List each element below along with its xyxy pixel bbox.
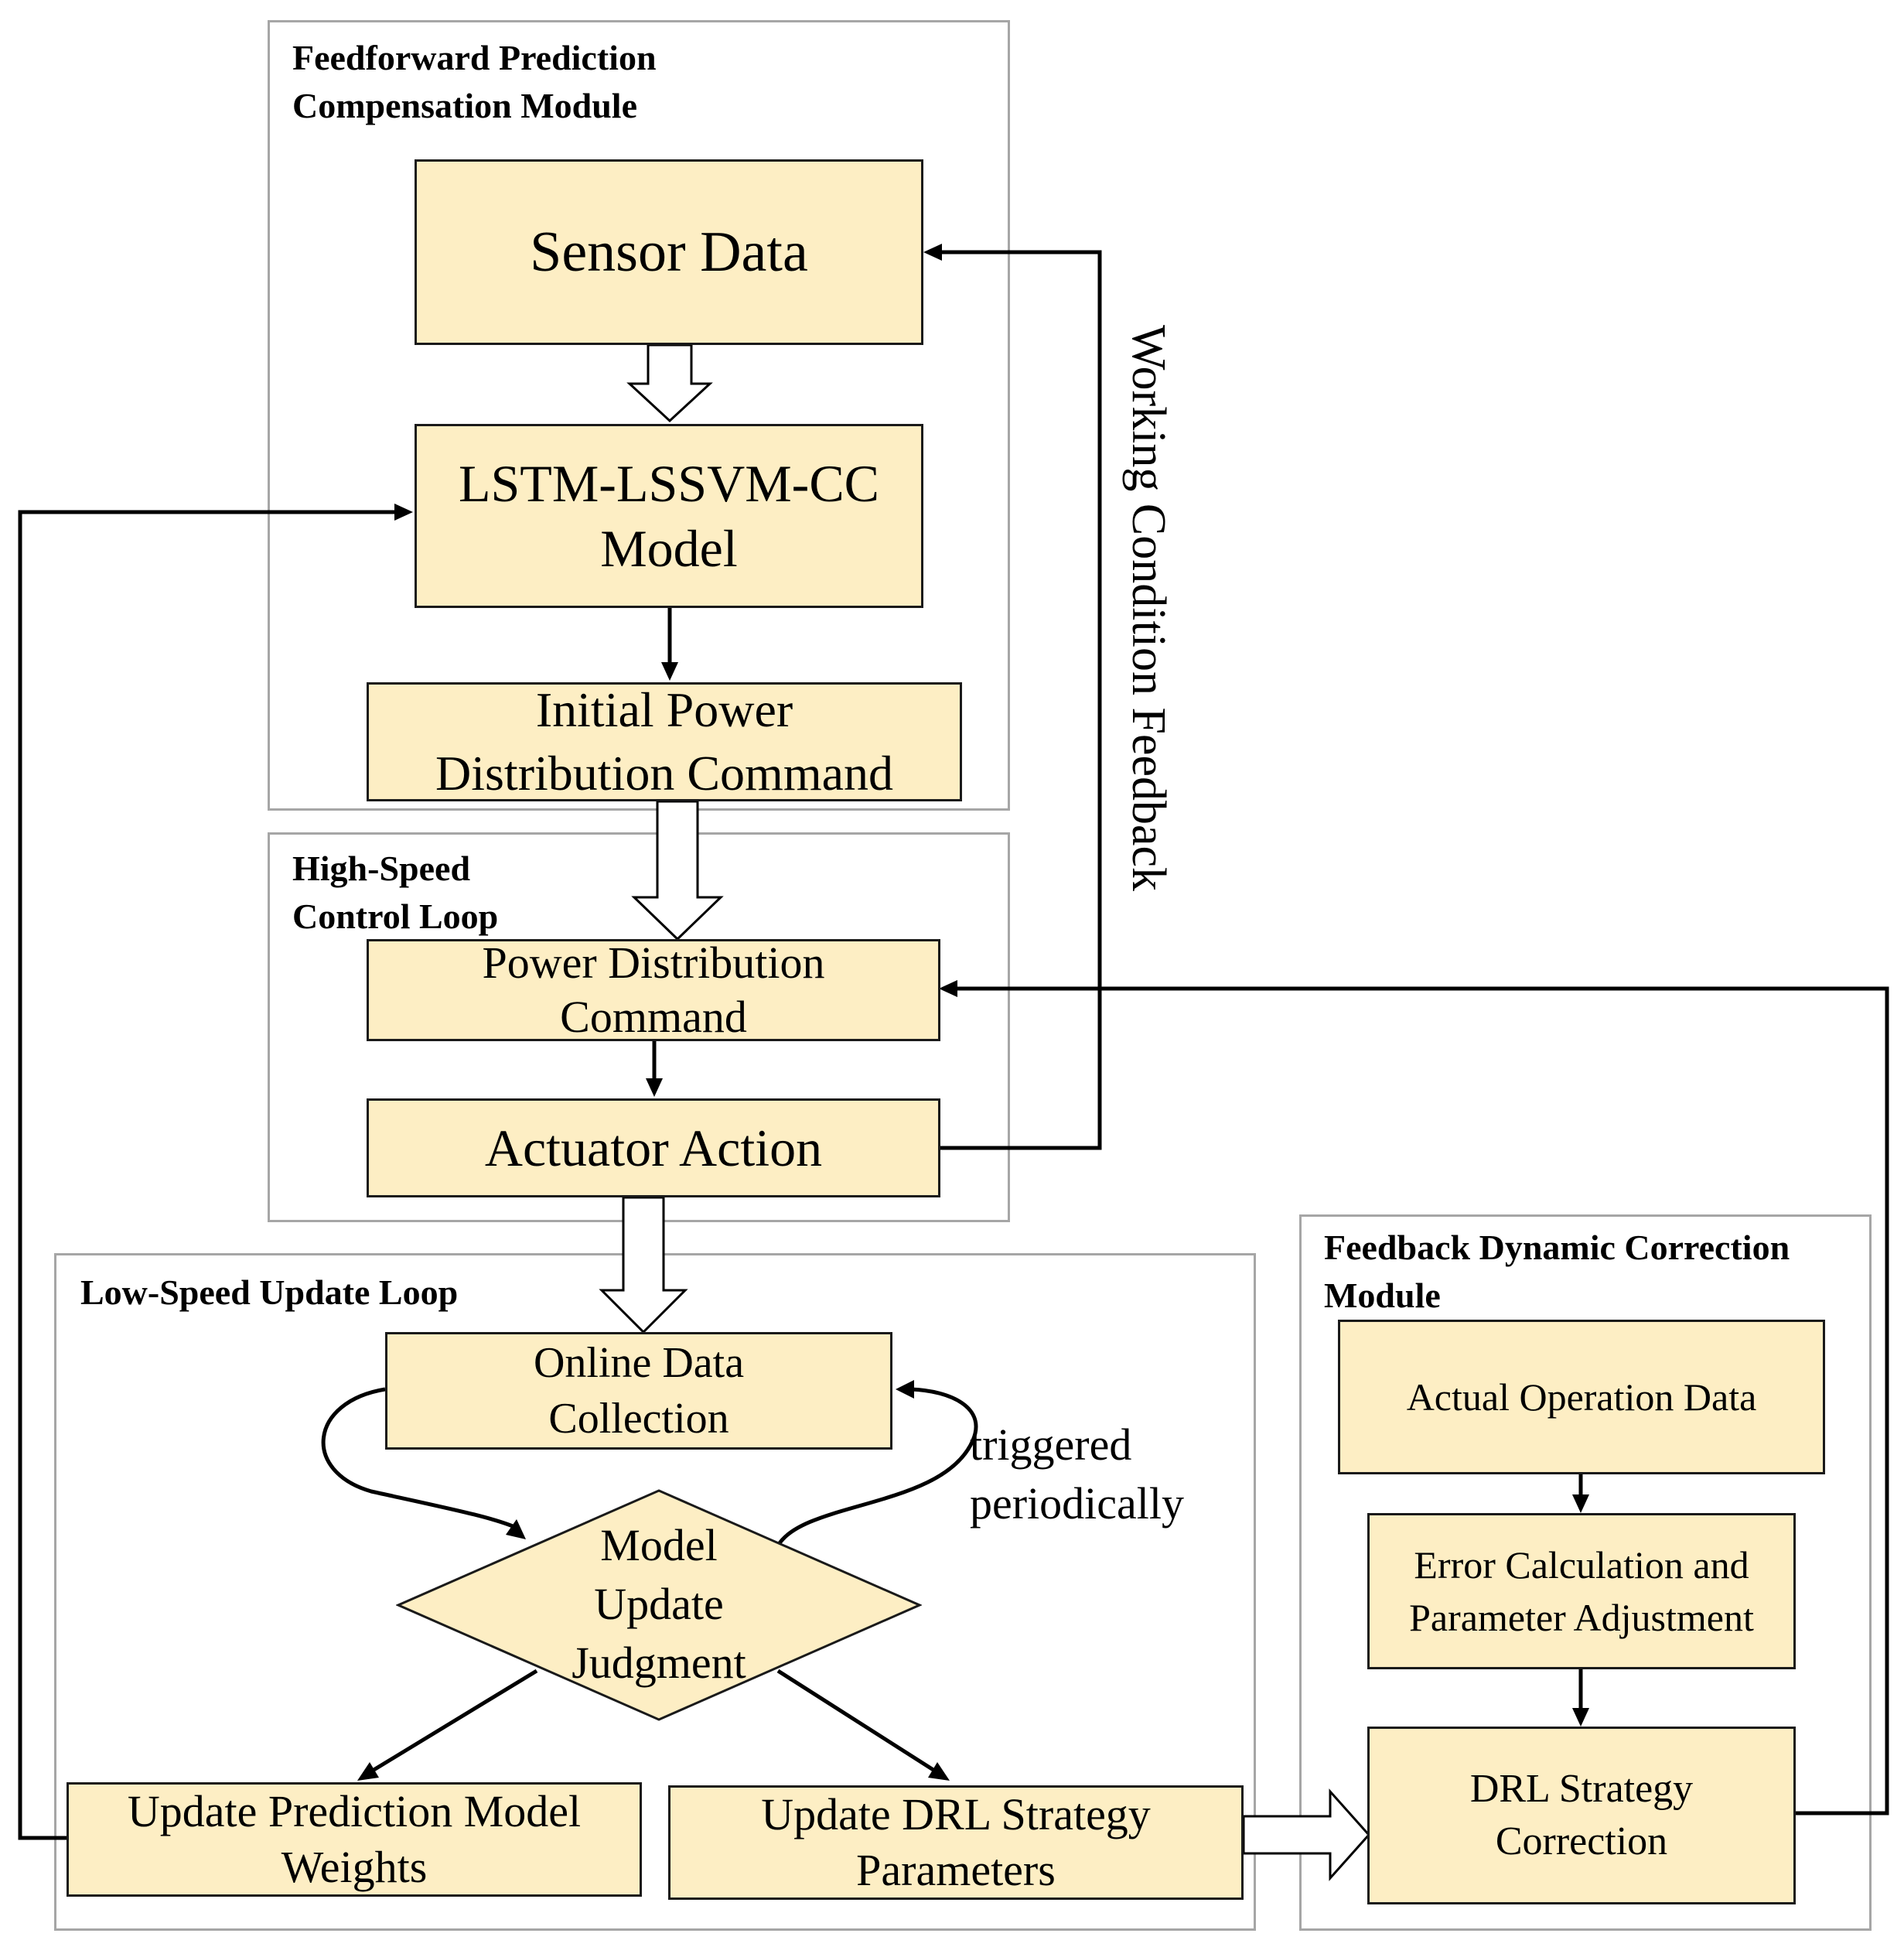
actual-operation-data-label: Actual Operation Data	[1406, 1375, 1757, 1419]
feedforward-module	[268, 20, 1010, 811]
actuator-action-label: Actuator Action	[484, 1119, 823, 1177]
drl-feedback-arrowhead	[939, 980, 957, 997]
update-prediction-model-weights-label: Update Prediction Model Weights	[127, 1786, 582, 1892]
sensor-data-box: Sensor Data	[415, 159, 923, 345]
update-prediction-model-weights-box: Update Prediction Model Weights	[67, 1782, 642, 1897]
drl-strategy-correction-label: DRL Strategy Correction	[1469, 1767, 1694, 1863]
lstm-lssvm-cc-model-box: LSTM-LSSVM-CC Model	[415, 424, 923, 608]
initial-to-power-hollow-arrow	[631, 800, 724, 941]
working-condition-feedback-label: Working Condition Feedback	[1122, 325, 1175, 892]
collection-to-judgment-curve	[321, 1387, 520, 1531]
error-calculation-box: Error Calculation and Parameter Adjustme…	[1367, 1513, 1796, 1669]
initial-power-command-label: Initial Power Distribution Command	[435, 682, 893, 801]
power-distribution-command-box: Power Distribution Command	[367, 938, 940, 1042]
weights-feedback-line	[18, 510, 396, 1840]
online-data-collection-label: Online Data Collection	[533, 1339, 745, 1443]
update-drl-strategy-box: Update DRL Strategy Parameters	[668, 1785, 1244, 1900]
weights-feedback-arrowhead	[394, 504, 413, 521]
high-speed-module-title: High-Speed Control Loop	[292, 849, 499, 936]
actual-operation-data-box: Actual Operation Data	[1338, 1320, 1825, 1474]
feedforward-module-title: Feedforward Prediction Compensation Modu…	[292, 38, 657, 125]
working-condition-feedback-line	[937, 250, 1102, 1150]
lstm-lssvm-cc-model-label: LSTM-LSSVM-CC Model	[458, 454, 880, 578]
initial-power-command-box: Initial Power Distribution Command	[367, 682, 962, 801]
error-calculation-label: Error Calculation and Parameter Adjustme…	[1409, 1543, 1754, 1639]
drl-strategy-correction-box: DRL Strategy Correction	[1367, 1727, 1796, 1904]
judgment-to-collection-curve	[776, 1387, 978, 1547]
model-update-judgment-label: Model Update Judgment	[572, 1520, 746, 1688]
feedback-arrowhead	[923, 244, 942, 261]
sensor-data-label: Sensor Data	[530, 220, 808, 284]
triggered-periodically-label: triggered periodically	[970, 1419, 1185, 1529]
power-distribution-command-label: Power Distribution Command	[482, 938, 825, 1042]
online-data-collection-box: Online Data Collection	[385, 1332, 892, 1450]
actuator-action-box: Actuator Action	[367, 1098, 940, 1197]
feedback-module-title: Feedback Dynamic Correction Module	[1324, 1228, 1790, 1315]
actuator-to-collection-hollow-arrow	[599, 1196, 688, 1334]
feedback-module	[1299, 1214, 1872, 1931]
sensor-to-model-hollow-arrow	[626, 343, 713, 423]
drl-to-correction-hollow-arrow	[1242, 1788, 1371, 1881]
update-drl-strategy-label: Update DRL Strategy Parameters	[761, 1789, 1151, 1895]
drl-feedback-line	[954, 986, 1889, 1815]
model-update-judgment-diamond	[396, 1489, 922, 1721]
low-speed-module-title: Low-Speed Update Loop	[80, 1272, 459, 1312]
